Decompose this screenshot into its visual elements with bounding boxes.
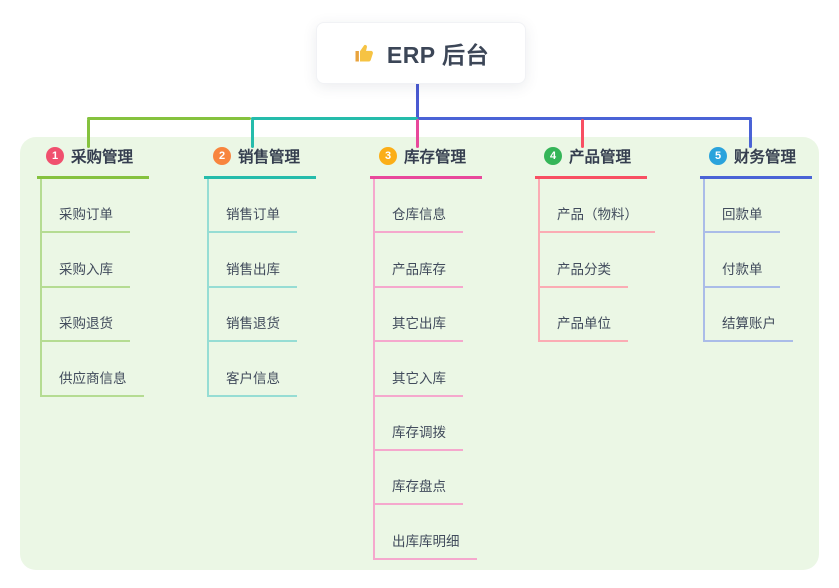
branch-title[interactable]: 3 库存管理 [370,145,483,179]
branch-title[interactable]: 2 销售管理 [204,145,317,179]
child-node[interactable]: 供应商信息 [42,342,144,397]
child-node[interactable]: 其它入库 [375,342,463,397]
child-node[interactable]: 产品分类 [540,233,628,288]
root-node[interactable]: ERP 后台 [316,22,526,84]
branch-drop-line [749,119,752,148]
child-node[interactable]: 结算账户 [705,288,793,343]
branch-children: 仓库信息产品库存其它出库其它入库库存调拨库存盘点出库库明细 [373,179,477,560]
branch-label: 销售管理 [238,149,301,166]
trunk-left-green [87,117,251,120]
branch-number-badge: 5 [709,147,727,165]
child-node[interactable]: 销售订单 [209,179,297,234]
branch-drop-line [251,119,254,148]
child-node[interactable]: 采购订单 [42,179,130,234]
child-node[interactable]: 采购退货 [42,288,130,343]
root-stem-line [416,82,419,119]
thumbs-up-icon [353,41,377,65]
child-node[interactable]: 回款单 [705,179,780,234]
child-node[interactable]: 其它出库 [375,288,463,343]
branch-3: 3 库存管理仓库信息产品库存其它出库其它入库库存调拨库存盘点出库库明细 [370,145,483,560]
branch-title[interactable]: 1 采购管理 [37,145,150,179]
trunk-left-teal [251,117,418,120]
child-node[interactable]: 销售出库 [209,233,297,288]
branch-number-badge: 4 [544,147,562,165]
branch-children: 产品（物料）产品分类产品单位 [538,179,655,343]
child-node[interactable]: 出库库明细 [375,505,477,560]
child-node[interactable]: 产品（物料） [540,179,655,234]
child-node[interactable]: 产品单位 [540,288,628,343]
child-node[interactable]: 库存调拨 [375,397,463,451]
branch-drop-line [87,119,90,148]
branch-title[interactable]: 4 产品管理 [535,145,648,179]
child-node[interactable]: 付款单 [705,233,780,288]
branch-label: 库存管理 [404,149,467,166]
branch-children: 销售订单销售出库销售退货客户信息 [207,179,297,397]
branch-label: 采购管理 [71,149,134,166]
branch-title[interactable]: 5 财务管理 [700,145,813,179]
branch-number-badge: 3 [379,147,397,165]
root-label: ERP 后台 [386,42,490,68]
branch-label: 财务管理 [734,149,797,166]
branch-drop-line [416,119,419,148]
branches-panel [20,137,819,570]
branch-label: 产品管理 [569,149,632,166]
trunk-right-blue [418,117,752,120]
child-node[interactable]: 采购入库 [42,233,130,288]
child-node[interactable]: 客户信息 [209,342,297,397]
branch-drop-line [581,119,584,148]
branch-2: 2 销售管理销售订单销售出库销售退货客户信息 [204,145,317,397]
child-node[interactable]: 产品库存 [375,233,463,288]
child-node[interactable]: 销售退货 [209,288,297,343]
child-node[interactable]: 库存盘点 [375,451,463,506]
branch-1: 1 采购管理采购订单采购入库采购退货供应商信息 [37,145,150,397]
branch-children: 采购订单采购入库采购退货供应商信息 [40,179,144,397]
branch-5: 5 财务管理回款单付款单结算账户 [700,145,813,343]
child-node[interactable]: 仓库信息 [375,179,463,234]
branch-number-badge: 1 [46,147,64,165]
branch-4: 4 产品管理产品（物料）产品分类产品单位 [535,145,655,343]
branch-children: 回款单付款单结算账户 [703,179,793,343]
branch-number-badge: 2 [213,147,231,165]
